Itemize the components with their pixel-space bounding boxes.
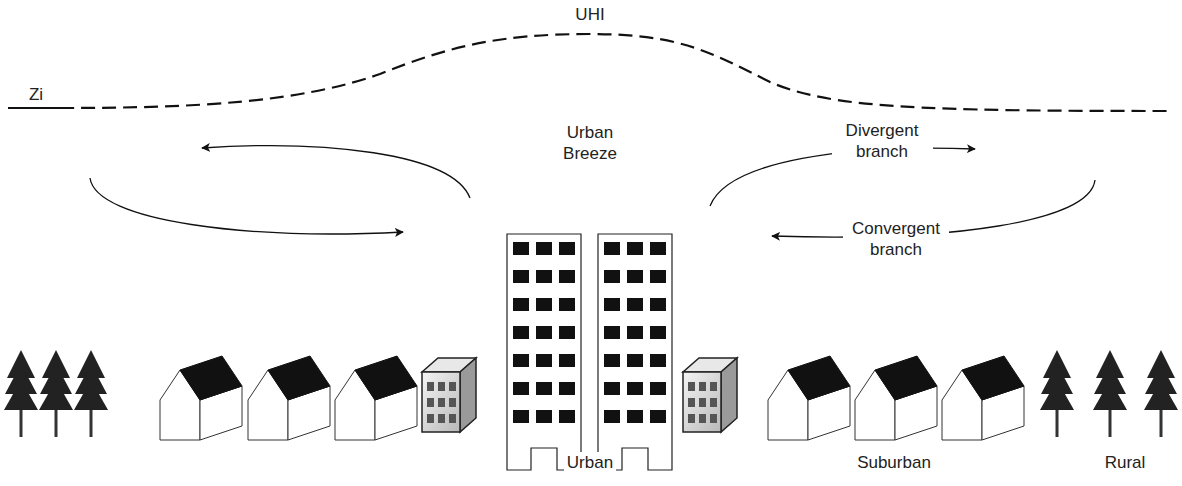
divergent-branch-label: Divergent branch <box>832 120 933 163</box>
zone-label: Urban <box>564 452 616 473</box>
zone-label: Rural <box>1102 452 1149 473</box>
convergent-branch-label: Convergent branch <box>843 218 949 261</box>
boundary-height-label: Zi <box>26 84 46 105</box>
urban-breeze-label: Urban Breeze <box>547 122 633 165</box>
uhi-label: UHI <box>572 4 607 25</box>
zone-label: Suburban <box>854 452 934 473</box>
